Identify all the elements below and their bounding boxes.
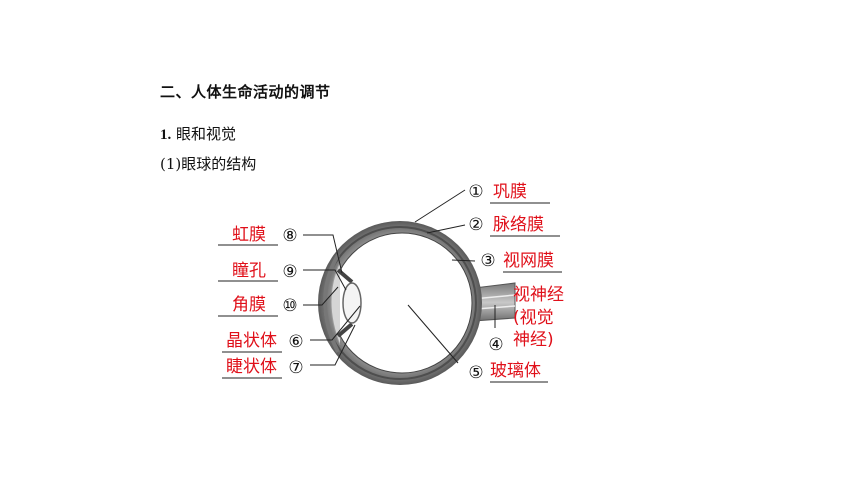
- svg-text:(视觉: (视觉: [513, 308, 554, 328]
- svg-text:玻璃体: 玻璃体: [490, 361, 541, 381]
- svg-text:②: ②: [468, 215, 483, 235]
- label-9: 瞳孔 ⑨: [218, 261, 298, 282]
- svg-text:⑥: ⑥: [288, 332, 303, 352]
- label-8: 虹膜 ⑧: [218, 225, 298, 246]
- section-title: 二、人体生命活动的调节: [160, 83, 331, 101]
- subsection-title: 1. 眼和视觉: [160, 123, 236, 144]
- svg-text:睫状体: 睫状体: [226, 357, 277, 377]
- label-6: 晶状体 ⑥: [222, 331, 304, 353]
- svg-text:脉络膜: 脉络膜: [493, 215, 544, 235]
- leader-lines: [303, 189, 496, 366]
- svg-text:晶状体: 晶状体: [226, 331, 277, 351]
- subsection-text: 眼和视觉: [176, 125, 237, 143]
- svg-text:③: ③: [480, 251, 495, 271]
- label-5: ⑤ 玻璃体: [468, 361, 548, 383]
- label-10: 角膜 ⑩: [218, 295, 298, 317]
- svg-text:④: ④: [488, 335, 503, 355]
- sub-subsection-title: (1)眼球的结构: [160, 155, 257, 173]
- label-3: ③ 视网膜: [480, 251, 562, 273]
- svg-text:⑨: ⑨: [282, 262, 297, 282]
- svg-text:①: ①: [468, 182, 483, 202]
- svg-text:瞳孔: 瞳孔: [232, 261, 266, 281]
- label-1: ① 巩膜: [468, 182, 550, 204]
- eyeball: [318, 221, 516, 385]
- label-2: ② 脉络膜: [468, 215, 560, 237]
- svg-text:⑧: ⑧: [282, 226, 297, 246]
- label-7: 睫状体 ⑦: [222, 357, 304, 379]
- iris: [336, 268, 354, 338]
- subsection-number: 1.: [160, 127, 172, 143]
- svg-text:⑩: ⑩: [282, 296, 297, 316]
- svg-text:角膜: 角膜: [232, 295, 266, 315]
- lens: [342, 282, 362, 324]
- svg-text:视神经: 视神经: [513, 285, 564, 305]
- svg-text:视网膜: 视网膜: [503, 251, 554, 271]
- label-4: 视神经 (视觉 神经) ④: [488, 285, 564, 355]
- svg-text:神经): 神经): [513, 330, 554, 350]
- svg-text:虹膜: 虹膜: [232, 225, 266, 245]
- svg-text:巩膜: 巩膜: [493, 182, 527, 202]
- svg-text:⑤: ⑤: [468, 363, 483, 383]
- svg-text:⑦: ⑦: [288, 358, 303, 378]
